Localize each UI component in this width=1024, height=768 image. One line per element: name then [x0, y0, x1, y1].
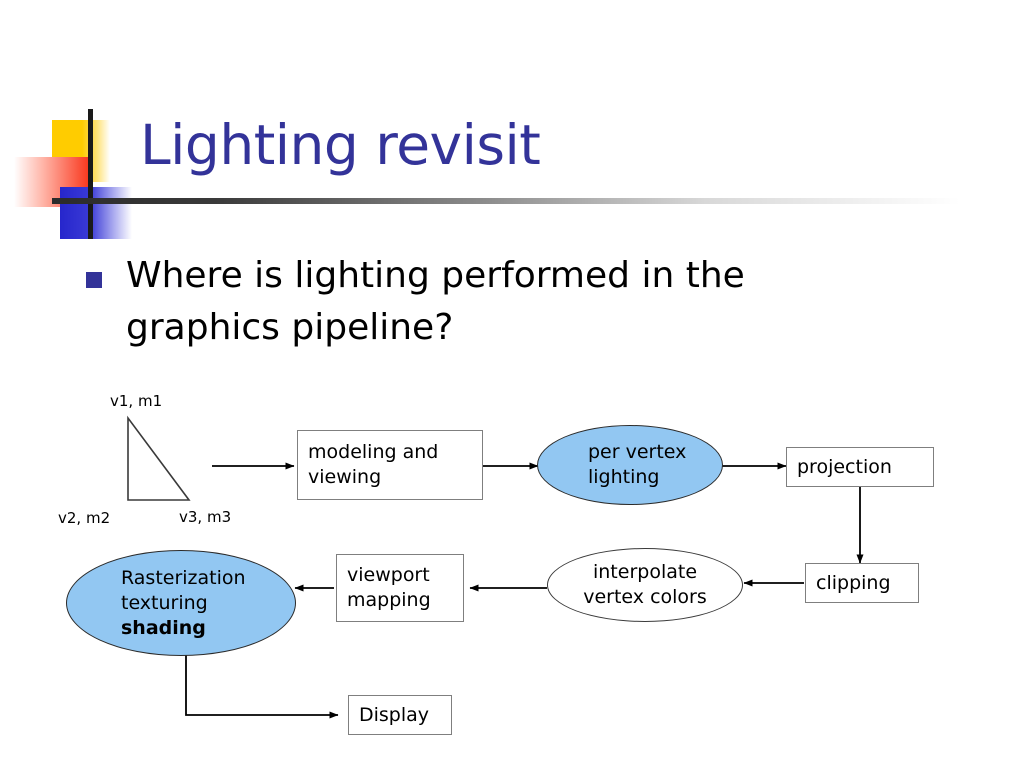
vertex-label-v1: v1, m1: [110, 392, 163, 410]
node-line: projection: [797, 455, 892, 478]
node-modeling-and-viewing[interactable]: modeling and viewing: [297, 430, 483, 500]
edge-rasterization-to-display: [185, 650, 339, 719]
node-viewport-mapping[interactable]: viewport mapping: [336, 554, 464, 622]
bullet-item-text: Where is lighting performed in the graph…: [126, 255, 745, 348]
blue-square-icon: [60, 187, 132, 239]
node-line: interpolate: [592, 561, 698, 583]
node-projection[interactable]: projection: [786, 447, 934, 487]
vertex-label-v3: v3, m3: [179, 508, 232, 526]
title-divider: [52, 198, 960, 204]
node-line-emphasis: shading: [121, 616, 206, 639]
node-display[interactable]: Display: [348, 695, 452, 735]
node-line: clipping: [816, 571, 891, 594]
node-rasterization-texturing-shading[interactable]: Rasterization texturing shading: [66, 550, 296, 656]
title-decoration: [0, 95, 170, 239]
triangle-primitive-shape: [127, 415, 191, 501]
node-clipping[interactable]: clipping: [805, 563, 919, 603]
node-line: Rasterization: [121, 566, 246, 589]
vertex-label-v2: v2, m2: [58, 509, 111, 527]
node-line: vertex colors: [583, 586, 707, 608]
node-line: modeling and: [308, 441, 439, 463]
node-line: texturing: [121, 591, 208, 614]
bullet-marker-icon: [86, 272, 102, 288]
node-line: viewport: [347, 564, 430, 586]
page-title: Lighting revisit: [140, 113, 541, 177]
node-line: viewing: [308, 466, 382, 488]
node-line: Display: [359, 703, 430, 726]
node-line: per vertex: [588, 441, 687, 463]
cross-vertical-bar-icon: [88, 109, 93, 239]
node-per-vertex-lighting[interactable]: per vertex lighting: [537, 425, 723, 505]
node-line: lighting: [588, 466, 660, 488]
node-interpolate-vertex-colors[interactable]: interpolate vertex colors: [547, 548, 743, 622]
node-line: mapping: [347, 589, 431, 611]
